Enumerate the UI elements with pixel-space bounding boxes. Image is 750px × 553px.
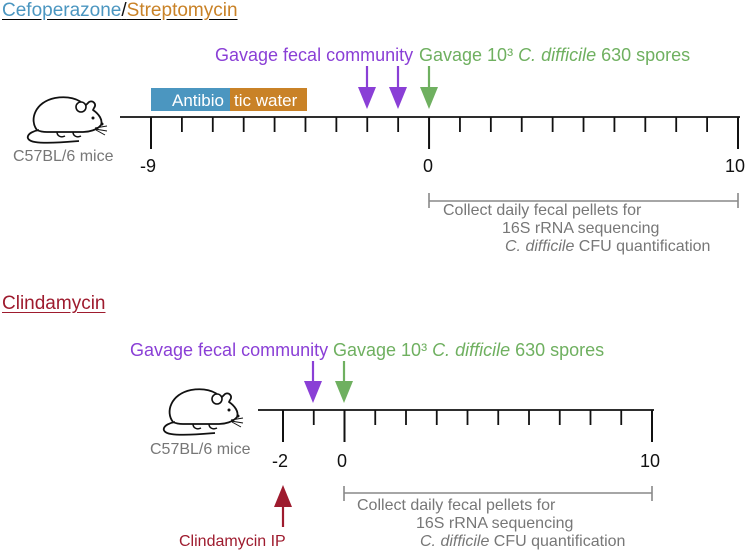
panel1-mouse-label: C57BL/6 mice <box>13 148 114 165</box>
panel1-collect-line1: Collect daily fecal pellets for <box>443 202 642 219</box>
clindamycin-ip-label: Clindamycin IP <box>179 533 286 550</box>
panel2-tick-label-left: -2 <box>272 451 289 471</box>
panel1-title: Cefoperazone/Streptomycin <box>2 0 238 22</box>
panel2-collection-bracket <box>343 486 653 501</box>
clindamycin-ip-arrow <box>274 485 292 527</box>
panel1-gavage-community-label: Gavage fecal community <box>215 45 414 65</box>
panel2-spores-arrow <box>335 361 353 403</box>
panel1-tick-label-zero: 0 <box>423 156 434 176</box>
panel1-collection-bracket <box>428 193 739 208</box>
panel1-ticks <box>150 117 739 149</box>
panel2-tick-label-zero: 0 <box>337 451 348 471</box>
panel2-collect-line3: C. difficile CFU quantification <box>420 533 626 550</box>
antibiotic-water-label-a: Antibio <box>172 91 224 110</box>
panel2-community-arrow <box>304 361 322 403</box>
panel2-mouse-label: C57BL/6 mice <box>150 441 251 458</box>
panel1-gavage-spores-label: Gavage 10³ C. difficile 630 spores <box>419 45 691 65</box>
cefoperazone-label: Cefoperazone <box>2 0 122 21</box>
panel2-ticks <box>282 410 653 442</box>
panel2-mouse-icon <box>162 388 244 436</box>
streptomycin-label: Streptomycin <box>126 0 238 21</box>
panel2-tick-label-right: 10 <box>640 451 661 471</box>
antibiotic-water-label-b: tic water <box>234 91 298 110</box>
panel1-community-arrow-2 <box>389 66 407 109</box>
panel1-tick-label-right: 10 <box>725 156 746 176</box>
panel1-mouse-icon <box>26 96 108 144</box>
title-separator: / <box>121 0 127 21</box>
panel1-collect-line3: C. difficile CFU quantification <box>505 238 711 255</box>
cefoperazone-bar <box>151 88 230 111</box>
panel2-gavage-community-label: Gavage fecal community <box>130 340 329 360</box>
panel1-tick-label-left: -9 <box>140 156 157 176</box>
panel1-community-arrow-1 <box>358 66 376 109</box>
panel2-collect-line1: Collect daily fecal pellets for <box>357 497 556 514</box>
panel2-title: Clindamycin <box>2 293 106 314</box>
panel1-spores-arrow <box>420 66 438 109</box>
panel1-collect-line2: 16S rRNA sequencing <box>502 220 660 237</box>
streptomycin-bar <box>230 88 307 111</box>
panel2-collect-line2: 16S rRNA sequencing <box>416 515 574 532</box>
panel2-gavage-spores-label: Gavage 10³ C. difficile 630 spores <box>333 340 605 360</box>
